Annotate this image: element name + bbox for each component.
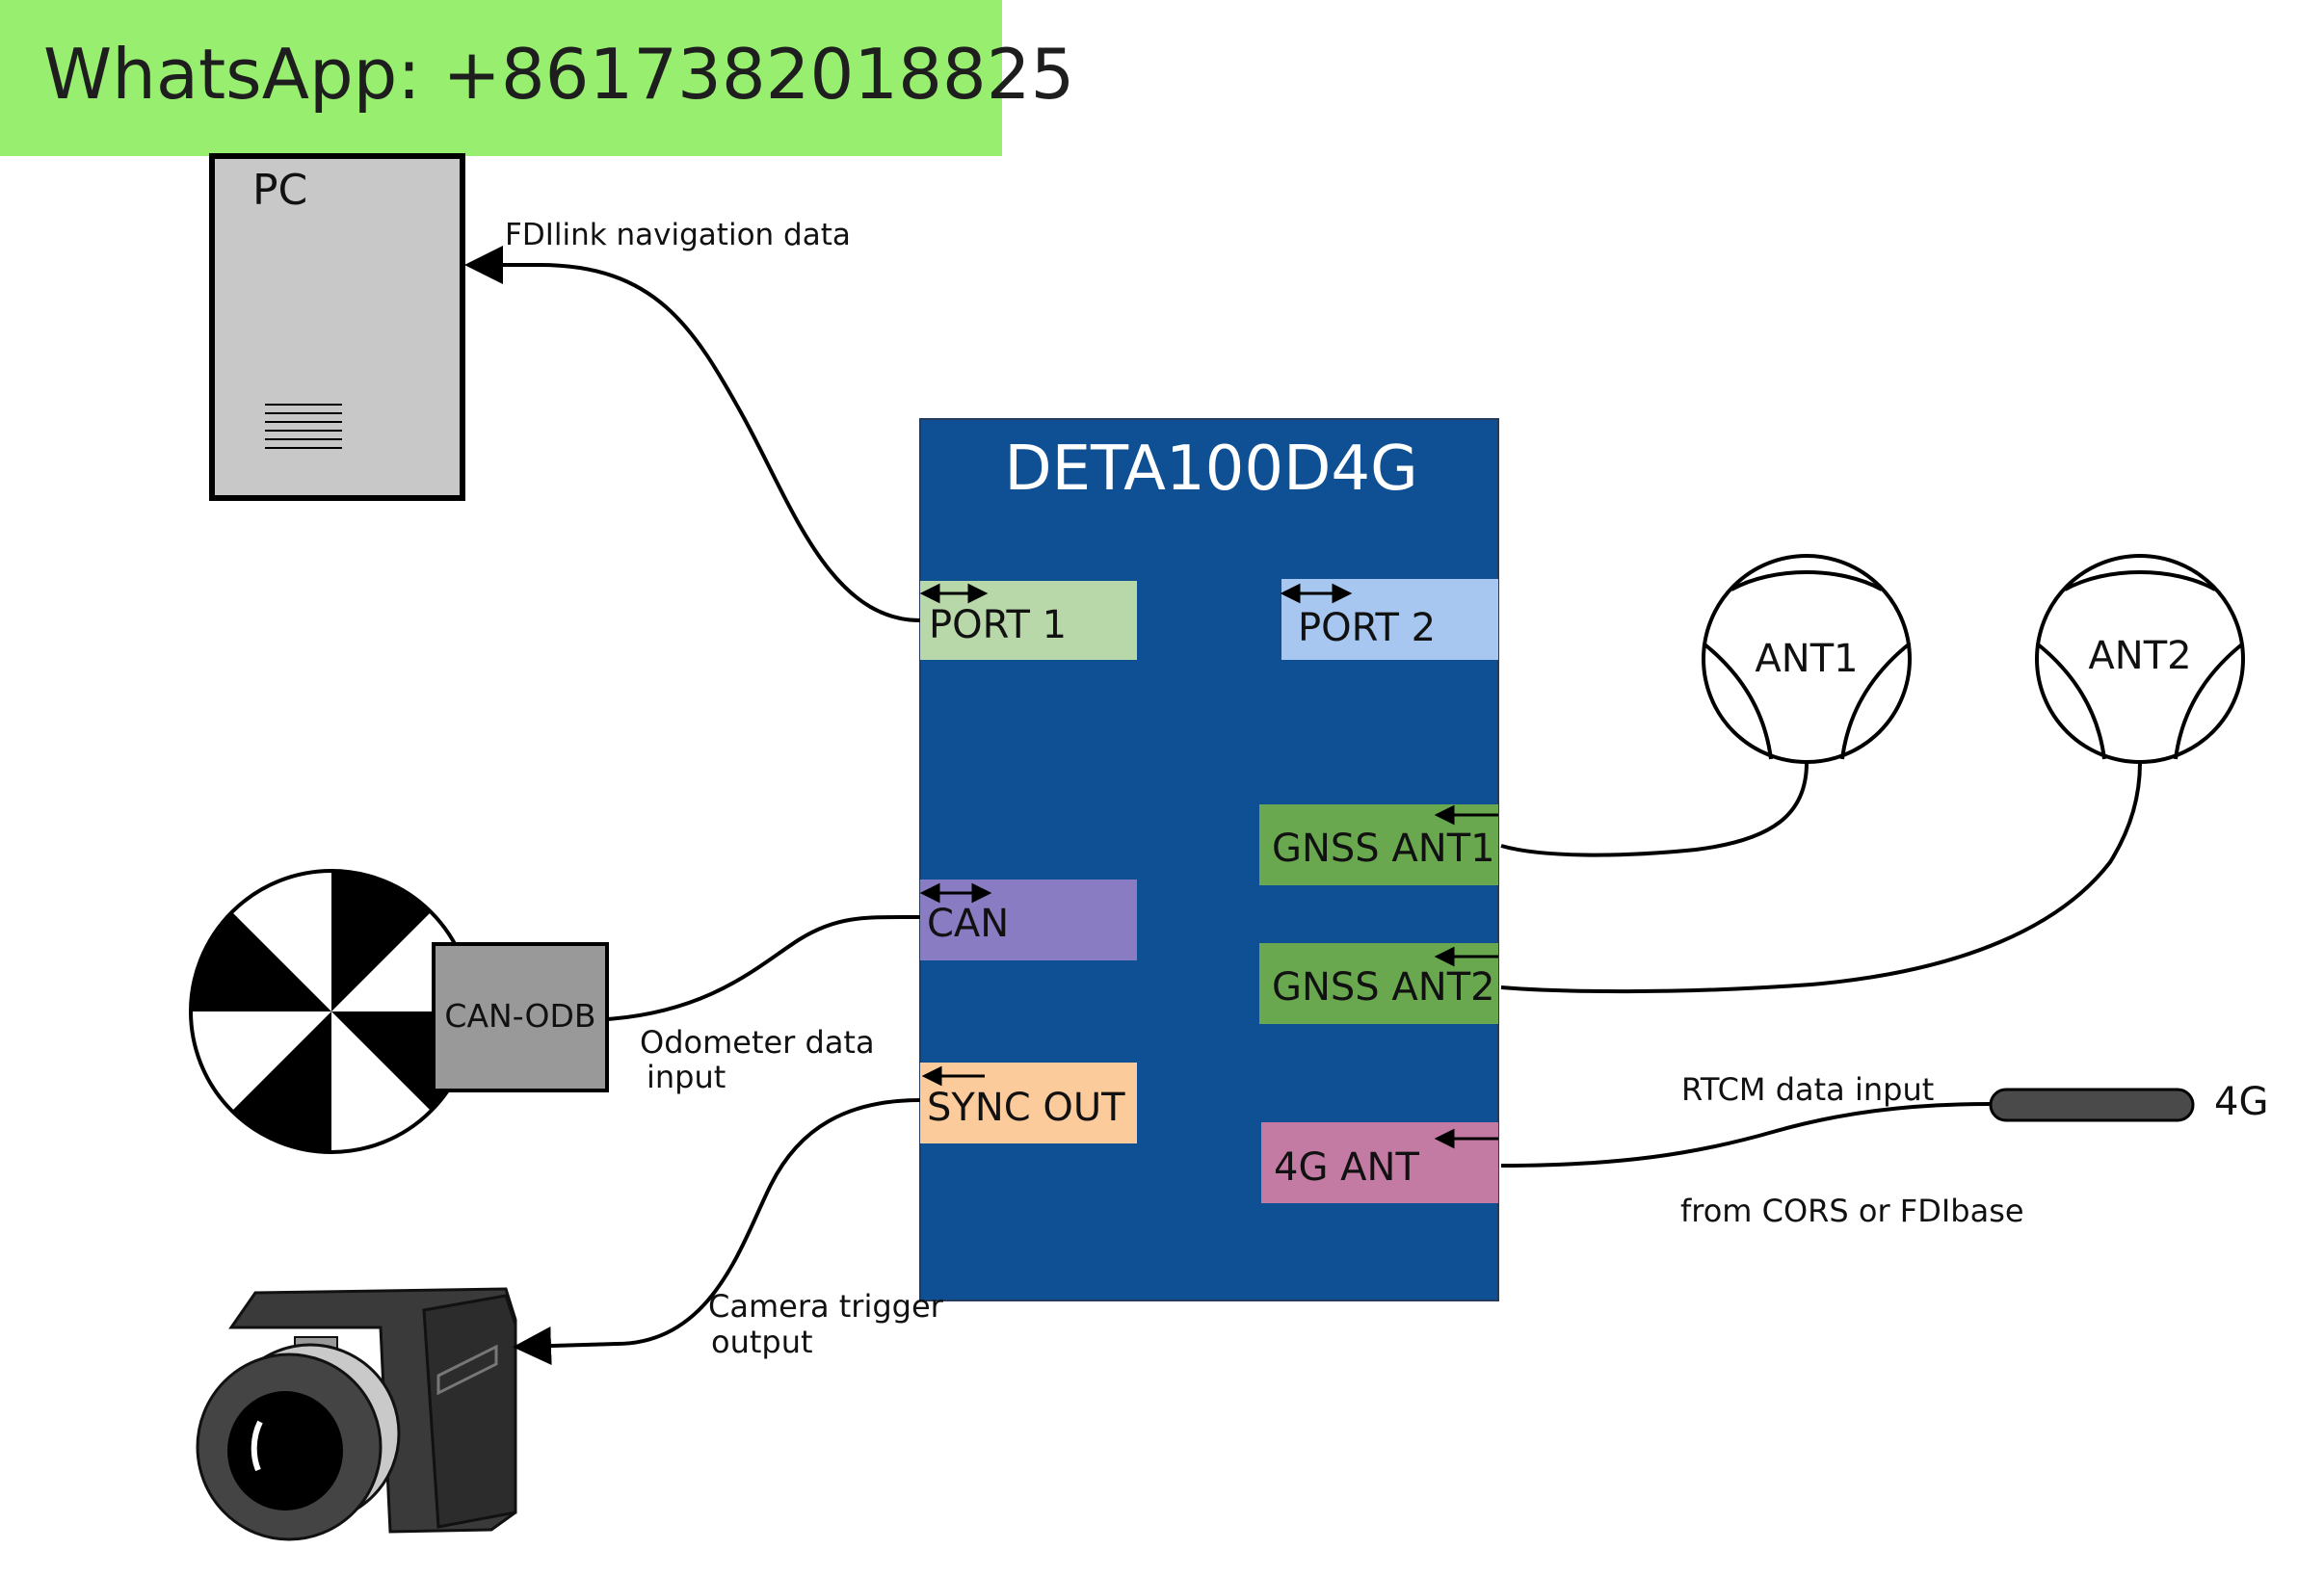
bidirectional-arrow-icon (919, 882, 992, 904)
can-port: CAN (919, 880, 1137, 960)
gnss-ant1-port: GNSS ANT1 (1259, 804, 1498, 885)
port-2-label: PORT 2 (1298, 606, 1436, 650)
camera-label-line2: output (711, 1324, 813, 1360)
gnss-ant2-port: GNSS ANT2 (1259, 943, 1498, 1024)
whatsapp-banner-text: WhatsApp: +8617382018825 (43, 34, 1074, 115)
pc-tower: PC (209, 153, 465, 501)
4g-antenna-icon (1989, 1088, 2195, 1122)
4g-cable (1500, 1102, 1992, 1168)
gnss-ant1-label: GNSS ANT1 (1272, 827, 1495, 871)
camera-label-line1: Camera trigger (708, 1288, 944, 1325)
odometer-cable (606, 914, 921, 1021)
can-odb-label: CAN-ODB (444, 997, 595, 1035)
ant2-antenna-icon: ANT2 (2035, 554, 2245, 764)
can-odb-box: CAN-ODB (432, 942, 609, 1092)
ant1-label: ANT1 (1755, 637, 1858, 681)
odometer-label-line2: input (647, 1059, 726, 1095)
gnss-ant2-cable (1500, 762, 2142, 994)
4g-ant-port: 4G ANT (1261, 1122, 1498, 1203)
input-arrow-icon (1434, 946, 1498, 967)
wheel-icon (189, 869, 474, 1154)
camera-icon (196, 1287, 517, 1541)
odometer-label-line1: Odometer data (640, 1024, 875, 1061)
ant1-antenna-icon: ANT1 (1702, 554, 1912, 764)
input-arrow-icon (1434, 1128, 1498, 1149)
4g-ant-label: 4G ANT (1274, 1145, 1419, 1190)
4g-label: 4G (2214, 1080, 2268, 1124)
nav-data-label: FDIlink navigation data (505, 218, 851, 252)
can-port-label: CAN (927, 902, 1009, 946)
ant2-label: ANT2 (2088, 634, 2191, 678)
rtcm-source-label: from CORS or FDIbase (1680, 1193, 2024, 1229)
sync-out-port: SYNC OUT (920, 1063, 1137, 1143)
rtcm-input-label: RTCM data input (1681, 1071, 1934, 1108)
device-title: DETA100D4G (1004, 433, 1417, 505)
bidirectional-arrow-icon (1280, 583, 1353, 604)
whatsapp-banner: WhatsApp: +8617382018825 (0, 0, 1074, 156)
output-arrow-icon (921, 1065, 985, 1087)
pc-vent-icon (265, 404, 342, 449)
gnss-ant2-label: GNSS ANT2 (1272, 965, 1495, 1010)
gnss-ant1-cable (1500, 762, 1809, 857)
nav-data-cable (464, 246, 921, 622)
bidirectional-arrow-icon (919, 583, 989, 604)
port-2: PORT 2 (1280, 579, 1498, 660)
input-arrow-icon (1434, 804, 1498, 826)
pc-label: PC (252, 166, 307, 215)
camera-trigger-cable (513, 1098, 921, 1366)
sync-out-label: SYNC OUT (927, 1086, 1125, 1130)
port-1: PORT 1 (919, 581, 1137, 660)
port-1-label: PORT 1 (929, 603, 1067, 647)
